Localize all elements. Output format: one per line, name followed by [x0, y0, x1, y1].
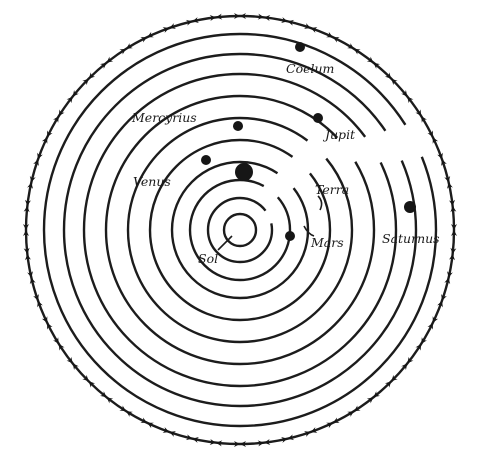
star-tick — [326, 417, 339, 428]
label-mars: Mars — [310, 235, 344, 250]
orbit-outer-ring — [26, 16, 454, 444]
orbit-ring-7 — [84, 74, 396, 386]
orbit-ring-8 — [64, 54, 416, 406]
star-tick — [33, 153, 43, 166]
star-tick — [42, 130, 53, 143]
star-tick — [163, 427, 176, 437]
star-tick — [42, 316, 53, 329]
label-terra: Terra — [315, 182, 349, 197]
star-tick — [326, 32, 339, 43]
star-tick — [33, 294, 43, 307]
label-coelum: Coelum — [286, 61, 334, 76]
mercury-marker — [233, 121, 243, 131]
earth-marker — [235, 163, 253, 181]
star-tick — [140, 32, 153, 43]
label-saturn: Saturnus — [382, 231, 440, 246]
orbit-ring-3 — [172, 162, 308, 298]
star-tick — [186, 434, 199, 443]
star-tick — [437, 294, 447, 307]
label-mercury: Mercyrius — [131, 110, 197, 125]
orbit-sun-core — [224, 214, 256, 246]
coelum-marker — [295, 42, 305, 52]
star-tick — [27, 271, 36, 284]
star-tick — [186, 17, 199, 26]
star-tick — [304, 427, 317, 437]
orbit-ring-5 — [128, 118, 352, 342]
star-tick — [281, 17, 294, 26]
mars-marker — [285, 231, 295, 241]
label-jupiter: Jupit — [322, 127, 356, 142]
star-tick — [27, 176, 36, 189]
label-venus: Venus — [133, 174, 171, 189]
star-tick — [437, 153, 447, 166]
star-tick — [163, 23, 176, 33]
terra-leader — [318, 196, 322, 210]
venus-marker — [201, 155, 211, 165]
star-tick — [304, 23, 317, 33]
orbit-rings — [26, 16, 454, 444]
star-tick — [427, 130, 438, 143]
star-tick — [427, 316, 438, 329]
star-tick — [444, 271, 453, 284]
label-sol: Sol — [198, 251, 218, 266]
jupiter-marker — [313, 113, 323, 123]
orbit-ring-9 — [44, 34, 436, 426]
saturn-marker — [404, 201, 416, 213]
star-tick — [281, 434, 294, 443]
star-tick — [444, 176, 453, 189]
star-tick — [140, 417, 153, 428]
